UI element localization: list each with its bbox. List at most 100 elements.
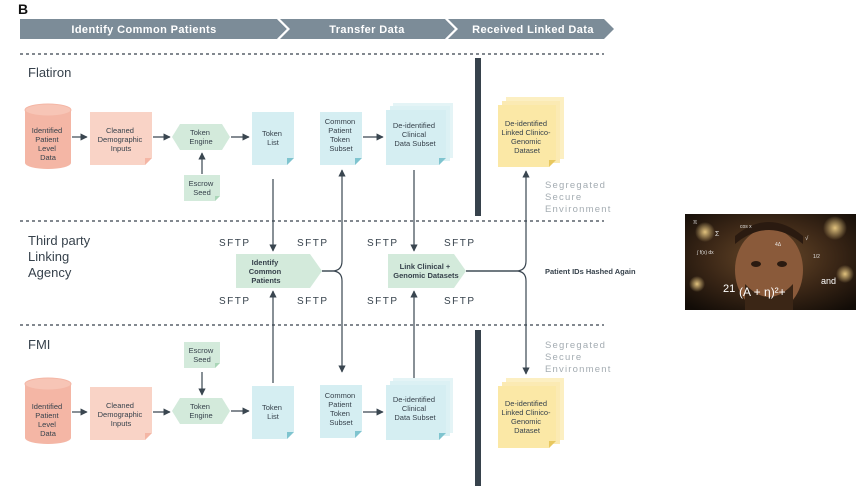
flatiron-linked-dataset-stack: De-identified Linked Clinico- Genomic Da… [498, 97, 564, 167]
fmi-escrow-line1: Escrow [189, 346, 214, 355]
flatiron-token-list-line1: Token [262, 129, 282, 138]
flatiron-patient-data-line3: Level [38, 144, 56, 153]
fmi-common-line2: Patient [328, 400, 352, 409]
link-clinical-line1: Link Clinical + [400, 262, 451, 271]
svg-text:Common Patient Tok: Common Patient Token Subset [325, 391, 358, 427]
flatiron-cleaned-line1: Cleaned [106, 126, 134, 135]
photo-formula: (A + η)²+ [739, 285, 786, 299]
svg-text:1/2: 1/2 [813, 254, 820, 260]
fmi-patient-data-line1: Identified [32, 402, 62, 411]
fmi-cleaned-line1: Cleaned [106, 401, 134, 410]
flatiron-cleaned-inputs: Cleaned Demographic Inputs [90, 112, 152, 165]
fmi-escrow-line2: Seed [193, 355, 211, 364]
flatiron-arrows [72, 133, 384, 174]
svg-text:π: π [693, 220, 697, 226]
fmi-deid-line1: De-identified [393, 395, 435, 404]
phase-bar: Identify Common Patients Transfer Data R… [20, 18, 614, 40]
phase-received-label: Received Linked Data [472, 24, 594, 36]
fmi-cleaned-line3: Inputs [111, 419, 132, 428]
flatiron-cleaned-line2: Demographic [98, 135, 143, 144]
fmi-linked-line3: Genomic [511, 417, 541, 426]
svg-text:cos x: cos x [740, 224, 752, 230]
svg-text:Token Engine: Token Engine [189, 128, 212, 146]
sftp-label-3: SFTP [367, 238, 399, 249]
fmi-token-engine: Token Engine [172, 398, 230, 424]
identify-common-line2: Common [249, 267, 282, 276]
phase-transfer-label: Transfer Data [329, 24, 405, 36]
fmi-cleaned-inputs: Cleaned Demographic Inputs [90, 387, 152, 440]
flatiron-escrow-seed: Escrow Seed [184, 175, 220, 201]
flatiron-common-line4: Subset [329, 144, 353, 153]
fmi-patient-data-line4: Data [40, 429, 57, 438]
fmi-arrows [72, 372, 384, 416]
flatiron-token-list: Token List [252, 112, 294, 165]
svg-text:Link Clinical + Genomic: Link Clinical + Genomic Datasets [393, 262, 458, 280]
fmi-linked-line1: De-identified [505, 399, 547, 408]
flatiron-segregated-line3: Environment [545, 204, 612, 215]
flatiron-deid-line2: Clinical [402, 130, 427, 139]
fmi-common-line3: Token [330, 409, 350, 418]
flatiron-segregated-line1: Segregated [545, 180, 606, 191]
flatiron-linked-line1: De-identified [505, 119, 547, 128]
flatiron-linked-line2: Linked Clinico- [501, 128, 551, 137]
svg-text:Segregated Secure Envi: Segregated Secure Environment [545, 180, 612, 215]
flatiron-cleaned-line3: Inputs [111, 144, 132, 153]
svg-text:√: √ [805, 235, 809, 242]
svg-text:Identified Patient: Identified Patient Level Data [32, 402, 65, 438]
fmi-token-list-line1: Token [262, 403, 282, 412]
svg-text:De-identified Linked Cli: De-identified Linked Clinico- Genomic Da… [501, 399, 552, 435]
svg-text:4Δ: 4Δ [775, 242, 782, 248]
fmi-segregated-line2: Secure [545, 352, 582, 363]
row-label-fmi: FMI [28, 337, 50, 352]
svg-text:∫ f(x) dx: ∫ f(x) dx [696, 250, 714, 256]
fmi-segregated-line1: Segregated [545, 340, 606, 351]
svg-text:Σ: Σ [715, 231, 720, 238]
identify-common-line1: Identify [252, 258, 279, 267]
flatiron-deidentified-stack: De-identified Clinical Data Subset [386, 103, 453, 165]
phase-received-shape [448, 19, 614, 39]
flatiron-segregated-line2: Secure [545, 192, 582, 203]
photo-formula-prefix: 21 [723, 283, 735, 295]
math-overlay-photo: π Σ cos x √ ∫ f(x) dx 1/2 4Δ 21 (A + η)²… [685, 214, 856, 310]
fmi-common-line4: Subset [329, 418, 353, 427]
flatiron-escrow-line1: Escrow [189, 179, 214, 188]
fmi-deid-line3: Data Subset [394, 413, 436, 422]
row-label-linking-1: Third party [28, 233, 91, 248]
flatiron-token-engine-line2: Engine [189, 137, 212, 146]
sftp-label-1: SFTP [219, 238, 251, 249]
sftp-label-4: SFTP [444, 238, 476, 249]
fmi-linked-line4: Dataset [514, 426, 541, 435]
svg-text:Cleaned Demographic: Cleaned Demographic Inputs [98, 126, 145, 153]
flatiron-token-engine: Token Engine [172, 124, 230, 150]
fmi-patient-data-line3: Level [38, 420, 56, 429]
row-label-linking-2: Linking [28, 249, 69, 264]
flatiron-escrow-line2: Seed [193, 188, 211, 197]
fmi-cleaned-line2: Demographic [98, 410, 143, 419]
svg-text:Token List: Token List [262, 403, 284, 421]
svg-text:De-identified Linked Cli: De-identified Linked Clinico- Genomic Da… [501, 119, 552, 155]
flatiron-patient-data-line2: Patient [35, 135, 59, 144]
flatiron-patient-data-cylinder: Identified Patient Level Data [24, 103, 72, 169]
svg-text:Escrow Seed: Escrow Seed [189, 179, 216, 197]
svg-text:Cleaned Demographic: Cleaned Demographic Inputs [98, 401, 145, 428]
flatiron-common-line1: Common [325, 117, 355, 126]
flatiron-linked-line4: Dataset [514, 146, 541, 155]
fmi-token-list: Token List [252, 386, 294, 439]
hashed-again-label: Patient IDs Hashed Again [545, 267, 636, 276]
photo-graphic: π Σ cos x √ ∫ f(x) dx 1/2 4Δ 21 (A + η)²… [685, 214, 856, 310]
sftp-label-5: SFTP [219, 296, 251, 307]
svg-text:Token Engine: Token Engine [189, 402, 212, 420]
phase-transfer-shape [280, 19, 455, 39]
fmi-common-line1: Common [325, 391, 355, 400]
sftp-label-7: SFTP [367, 296, 399, 307]
fmi-linked-dataset-stack: De-identified Linked Clinico- Genomic Da… [498, 378, 564, 448]
svg-text:Identify Common Pa: Identify Common Patients [249, 258, 284, 285]
row-label-flatiron: Flatiron [28, 65, 71, 80]
fmi-deid-line2: Clinical [402, 404, 427, 413]
identify-common-patients: Identify Common Patients [236, 254, 322, 288]
flatiron-deid-line3: Data Subset [394, 139, 436, 148]
flatiron-token-engine-line1: Token [190, 128, 210, 137]
identify-common-line3: Patients [251, 276, 280, 285]
link-clinical-genomic: Link Clinical + Genomic Datasets [388, 254, 466, 288]
